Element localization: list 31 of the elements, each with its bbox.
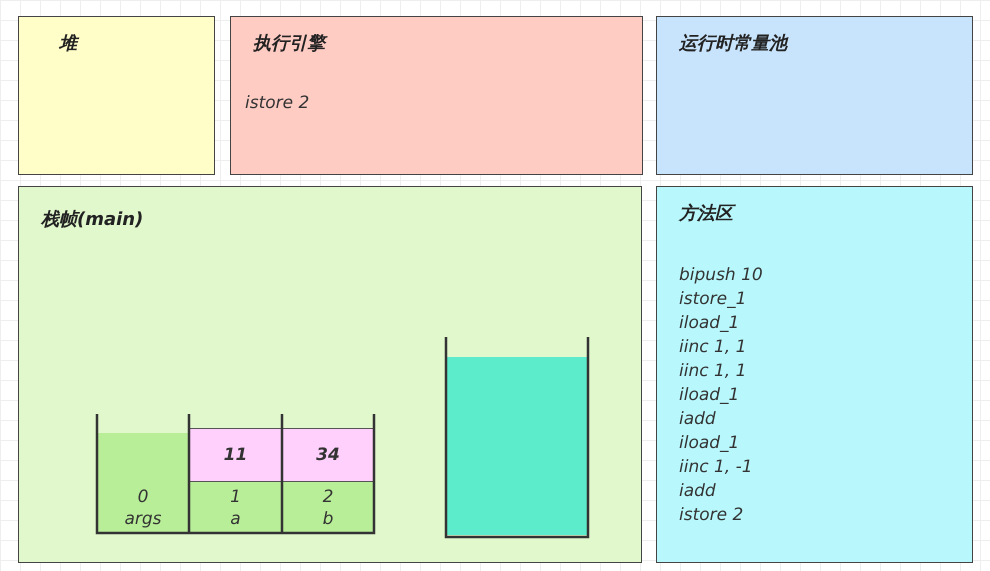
panel-title: 栈帧(main) [41, 208, 144, 231]
panel-title: 堆 [59, 31, 77, 55]
bytecode-line: bipush 10 [679, 264, 763, 287]
slot-cell [189, 482, 282, 533]
bytecode-line: iinc 1, 1 [679, 360, 746, 383]
bytecode-line: iinc 1, -1 [679, 456, 753, 479]
value-cell [282, 428, 374, 482]
bytecode-line: iinc 1, 1 [679, 336, 746, 359]
region-panel [656, 186, 973, 563]
bytecode-line: iadd [679, 408, 716, 431]
slot-label: 0 args [124, 486, 162, 530]
bytecode-line: istore 2 [679, 504, 744, 527]
region-panel [18, 16, 215, 175]
bytecode-line: iadd [679, 480, 716, 503]
slot-cell [282, 482, 374, 533]
value-text: 34 [316, 444, 340, 466]
slot-cell [97, 433, 189, 533]
bytecode-line: iload_1 [679, 312, 740, 335]
region-panel [18, 186, 642, 563]
region-panel [656, 16, 973, 175]
bytecode-line: iload_1 [679, 432, 740, 455]
region-panel [230, 16, 643, 175]
bytecode-line: iload_1 [679, 384, 740, 407]
panel-title: 运行时常量池 [679, 32, 787, 55]
slot-label: 1 a [230, 486, 241, 530]
panel-title: 执行引擎 [253, 31, 325, 55]
instruction-text: istore 2 [245, 93, 310, 113]
value-cell [189, 428, 282, 482]
value-text: 11 [224, 444, 248, 466]
bytecode-line: istore_1 [679, 288, 746, 311]
slot-label: 2 b [322, 486, 334, 530]
